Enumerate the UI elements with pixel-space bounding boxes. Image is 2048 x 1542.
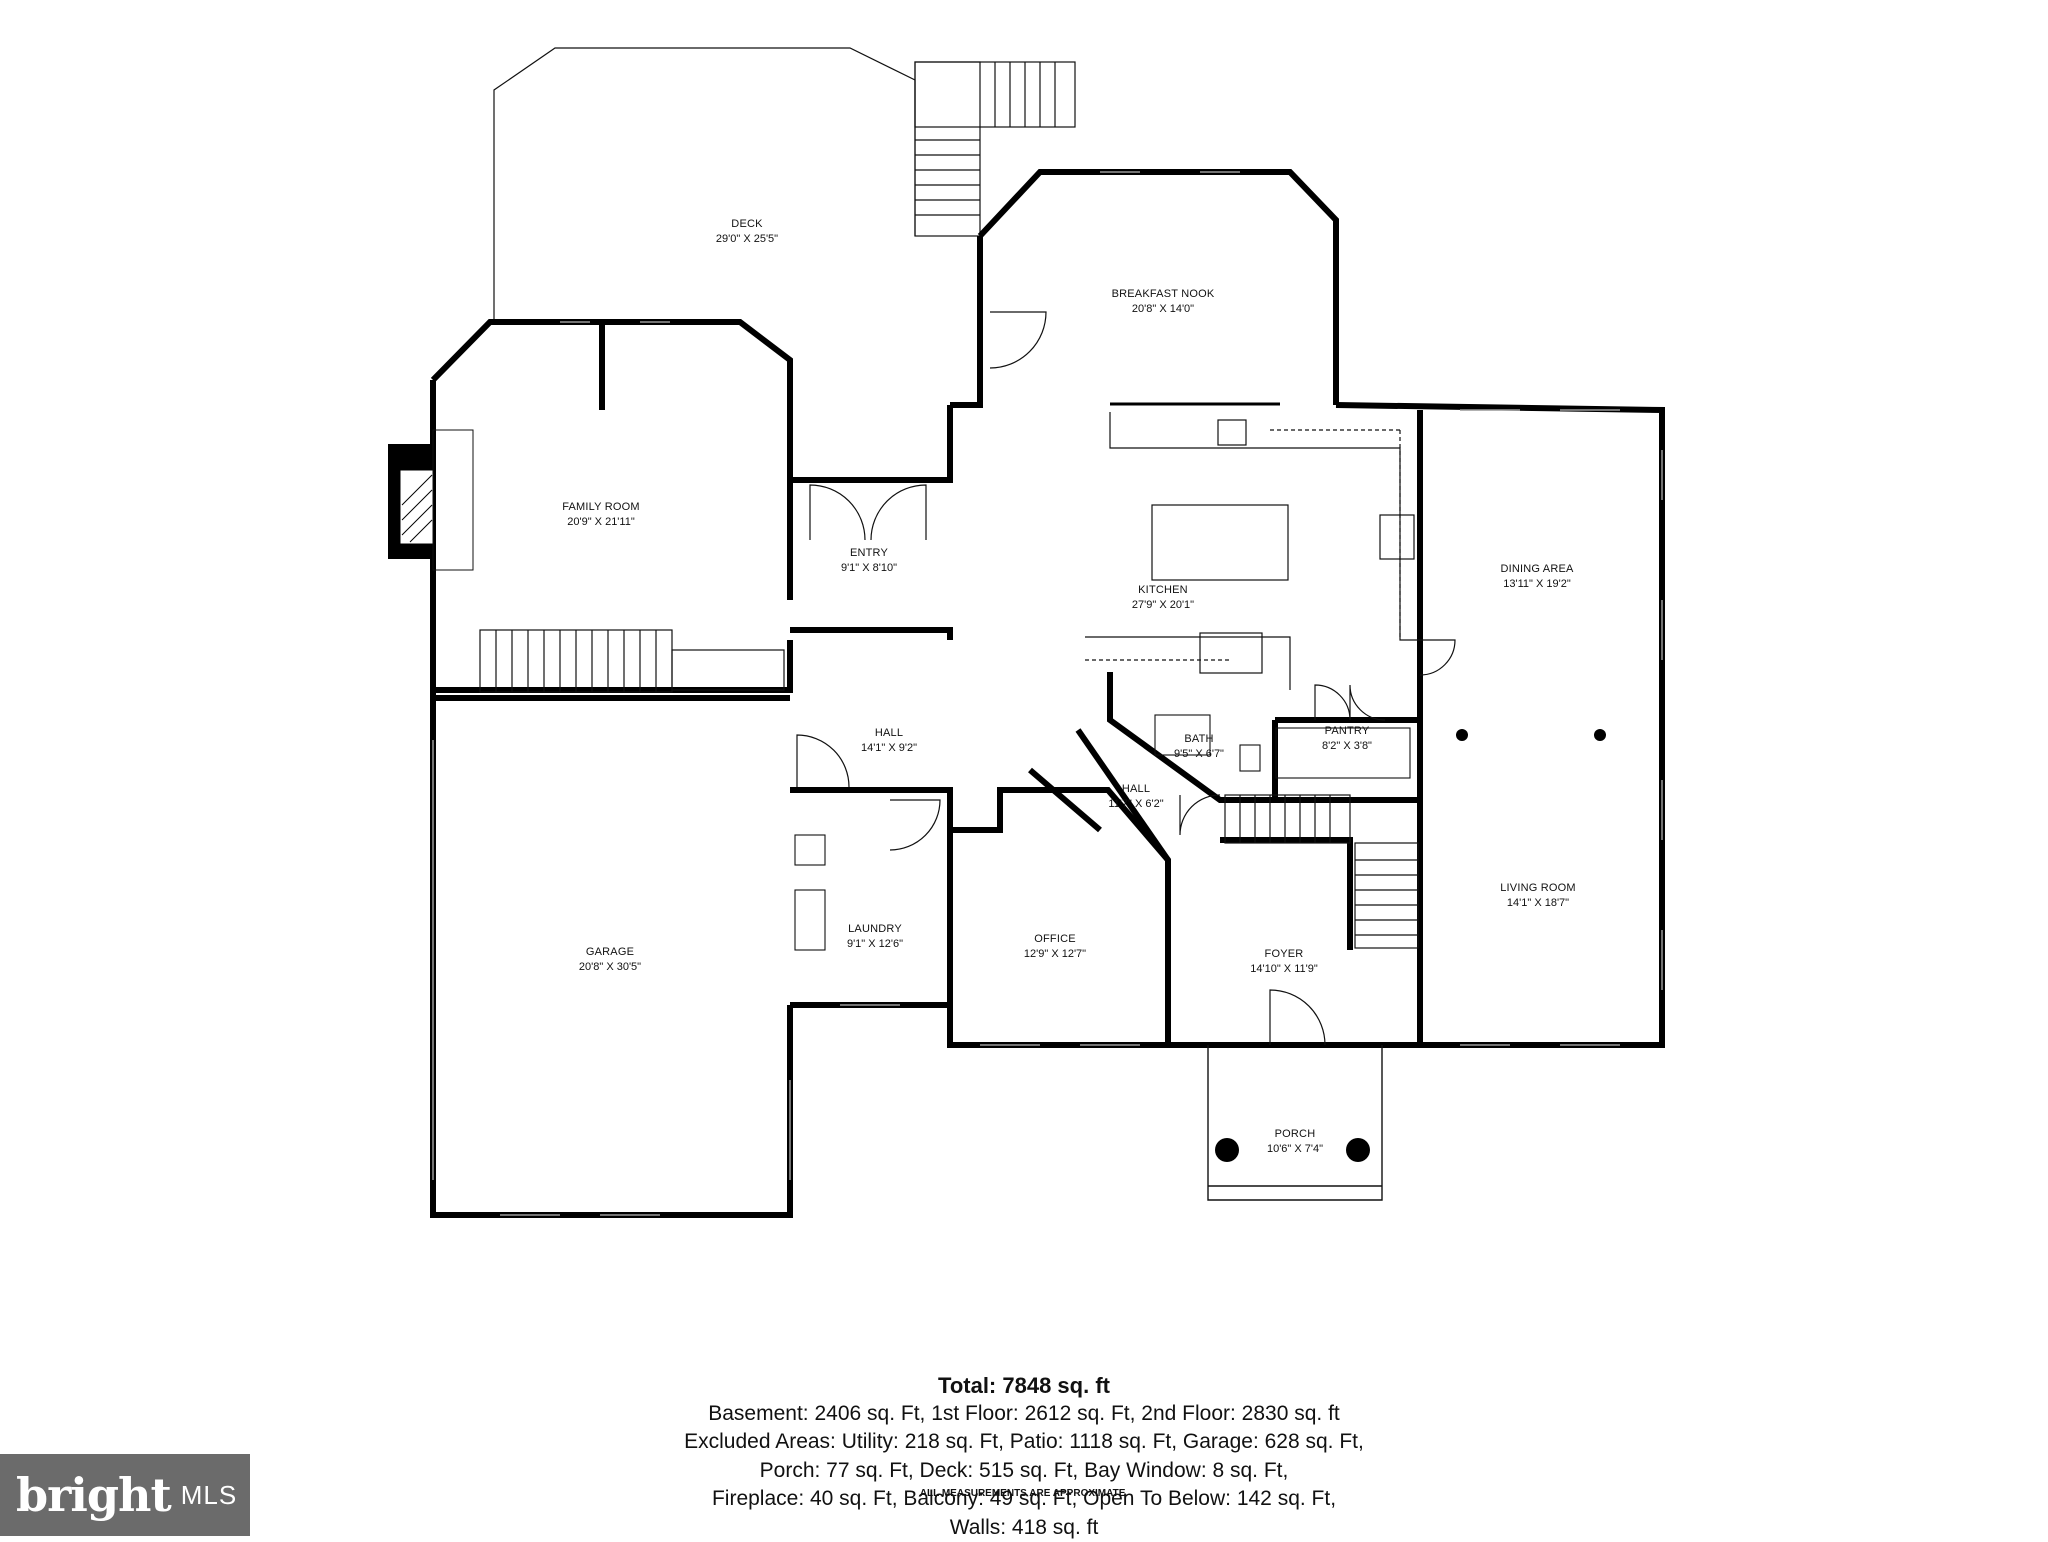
- room-name: HALL: [874, 727, 904, 740]
- column: [1456, 729, 1468, 741]
- room-dimensions: 14'10" X 11'9": [1250, 963, 1318, 975]
- room-label-bath: BATH 9'5" X 6'7": [1174, 732, 1224, 762]
- foyer-staircase: [1224, 794, 1419, 949]
- room-label-living-room: LIVING ROOM 14'1" X 18'7": [1500, 881, 1576, 911]
- room-dimensions: 9'1" X 12'6": [846, 938, 904, 950]
- measurement-disclaimer: ALL MEASUREMENTS ARE APPROXIMATE.: [919, 1488, 1129, 1499]
- room-dimensions: 9'5" X 6'7": [1174, 748, 1224, 760]
- room-name: PORCH: [1274, 1128, 1316, 1141]
- room-name: BREAKFAST NOOK: [1111, 288, 1215, 301]
- room-label-kitchen: KITCHEN 27'9" X 20'1": [1132, 583, 1194, 613]
- room-name: FOYER: [1264, 948, 1304, 961]
- summary-line: Excluded Areas: Utility: 218 sq. Ft, Pat…: [684, 1430, 1364, 1454]
- room-name: BATH: [1184, 733, 1214, 746]
- doors: [796, 311, 1456, 1046]
- room-dimensions: 27'9" X 20'1": [1131, 599, 1195, 611]
- room-name: GARAGE: [585, 946, 635, 959]
- room-name: DECK: [731, 218, 763, 231]
- room-name: KITCHEN: [1138, 584, 1188, 597]
- fireplace: [388, 429, 474, 571]
- room-label-dining-area: DINING AREA 13'11" X 19'2": [1500, 562, 1573, 592]
- deck-stairs: [914, 61, 1076, 237]
- room-name: LIVING ROOM: [1500, 882, 1576, 895]
- summary-line: Porch: 77 sq. Ft, Deck: 515 sq. Ft, Bay …: [759, 1458, 1289, 1482]
- summary-line: Basement: 2406 sq. Ft, 1st Floor: 2612 s…: [708, 1402, 1340, 1425]
- porch-column: [1215, 1138, 1239, 1162]
- logo-suffix: MLS: [180, 1479, 238, 1510]
- room-label-laundry: LAUNDRY 9'1" X 12'6": [847, 922, 903, 952]
- room-dimensions: 20'8" X 14'0": [1131, 303, 1195, 315]
- total-area: Total: 7848 sq. ft: [938, 1373, 1110, 1398]
- room-label-deck: DECK 29'0" X 25'5": [716, 217, 778, 247]
- room-label-pantry: PANTRY 8'2" X 3'8": [1322, 724, 1372, 754]
- room-label-hall-2: HALL 11'7" X 6'2": [1108, 782, 1163, 812]
- room-dimensions: 20'8" X 30'5": [578, 961, 642, 973]
- room-dimensions: 11'7" X 6'2": [1108, 798, 1164, 810]
- room-dimensions: 9'1" X 8'10": [840, 562, 898, 574]
- porch-outline: [1207, 1045, 1383, 1201]
- staircase: [479, 629, 785, 693]
- room-name: PANTRY: [1324, 725, 1370, 738]
- room-dimensions: 13'11" X 19'2": [1503, 578, 1571, 590]
- room-name: DINING AREA: [1500, 563, 1574, 576]
- room-dimensions: 14'1" X 18'7": [1506, 897, 1570, 909]
- windows: [432, 171, 1663, 1216]
- area-summary: Total: 7848 sq. ft Basement: 2406 sq. Ft…: [0, 1372, 2048, 1542]
- room-dimensions: 8'2" X 3'8": [1322, 740, 1372, 752]
- summary-line: Walls: 418 sq. ft: [949, 1515, 1099, 1539]
- room-label-entry: ENTRY 9'1" X 8'10": [841, 546, 897, 576]
- column: [1594, 729, 1606, 741]
- room-name: FAMILY ROOM: [562, 501, 640, 514]
- deck-outline: [493, 47, 916, 320]
- bright-mls-logo: bright MLS: [0, 1454, 250, 1536]
- room-dimensions: 14'1" X 9'2": [860, 742, 918, 754]
- room-label-breakfast-nook: BREAKFAST NOOK 20'8" X 14'0": [1112, 287, 1215, 317]
- room-label-hall: HALL 14'1" X 9'2": [861, 726, 917, 756]
- room-dimensions: 12'9" X 12'7": [1023, 948, 1087, 960]
- room-dimensions: 20'9" X 21'11": [567, 516, 635, 528]
- room-name: LAUNDRY: [848, 923, 902, 936]
- logo-word: bright: [16, 1468, 172, 1522]
- kitchen-fixtures: [1085, 412, 1420, 690]
- room-label-garage: GARAGE 20'8" X 30'5": [579, 945, 641, 975]
- room-label-foyer: FOYER 14'10" X 11'9": [1250, 947, 1317, 977]
- room-name: OFFICE: [1034, 933, 1076, 946]
- room-label-office: OFFICE 12'9" X 12'7": [1024, 932, 1086, 962]
- fixtures: [794, 714, 1411, 951]
- room-label-porch: PORCH 10'6" X 7'4": [1267, 1127, 1323, 1157]
- summary-line: Fireplace: 40 sq. Ft, Balcony: 49 sq. Ft…: [711, 1487, 1337, 1511]
- walls: [430, 169, 1665, 1218]
- room-name: ENTRY: [849, 547, 889, 560]
- room-label-family-room: FAMILY ROOM 20'9" X 21'11": [562, 500, 640, 530]
- room-dimensions: 29'0" X 25'5": [715, 233, 779, 245]
- room-name: HALL: [1121, 783, 1151, 796]
- room-dimensions: 10'6" X 7'4": [1266, 1143, 1324, 1155]
- porch-column: [1346, 1138, 1370, 1162]
